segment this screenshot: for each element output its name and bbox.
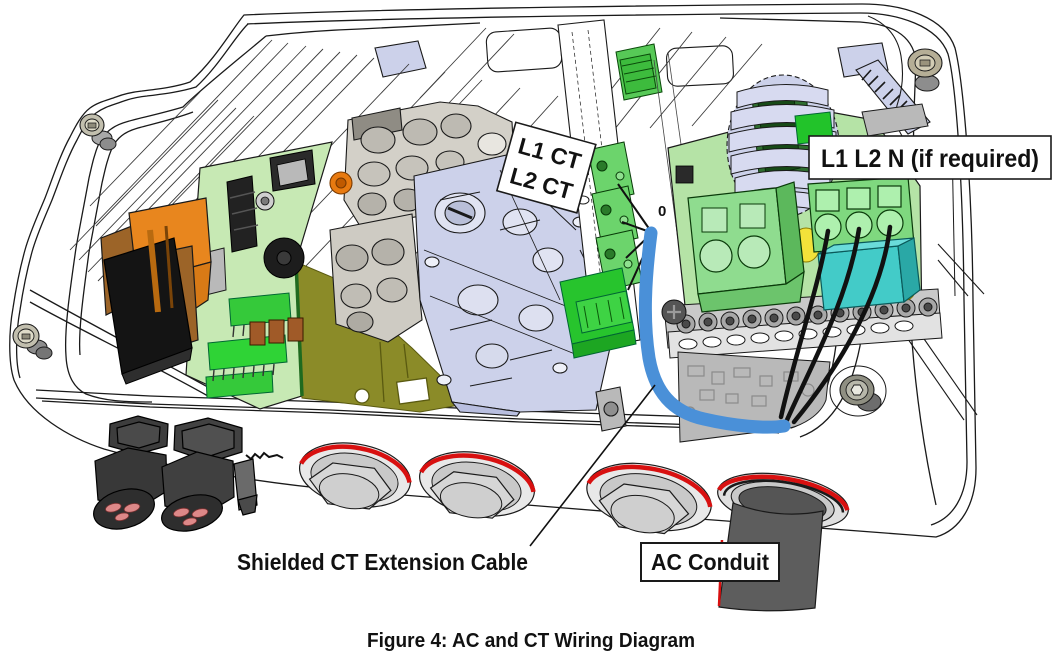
svg-text:0: 0 [658,203,666,220]
svg-text:Figure 4: AC and CT Wiring Dia: Figure 4: AC and CT Wiring Diagram [367,630,695,652]
svg-text:Shielded CT Extension Cable: Shielded CT Extension Cable [237,549,528,575]
svg-text:AC Conduit: AC Conduit [651,549,769,575]
svg-text:L1 L2 N (if required): L1 L2 N (if required) [821,145,1039,173]
